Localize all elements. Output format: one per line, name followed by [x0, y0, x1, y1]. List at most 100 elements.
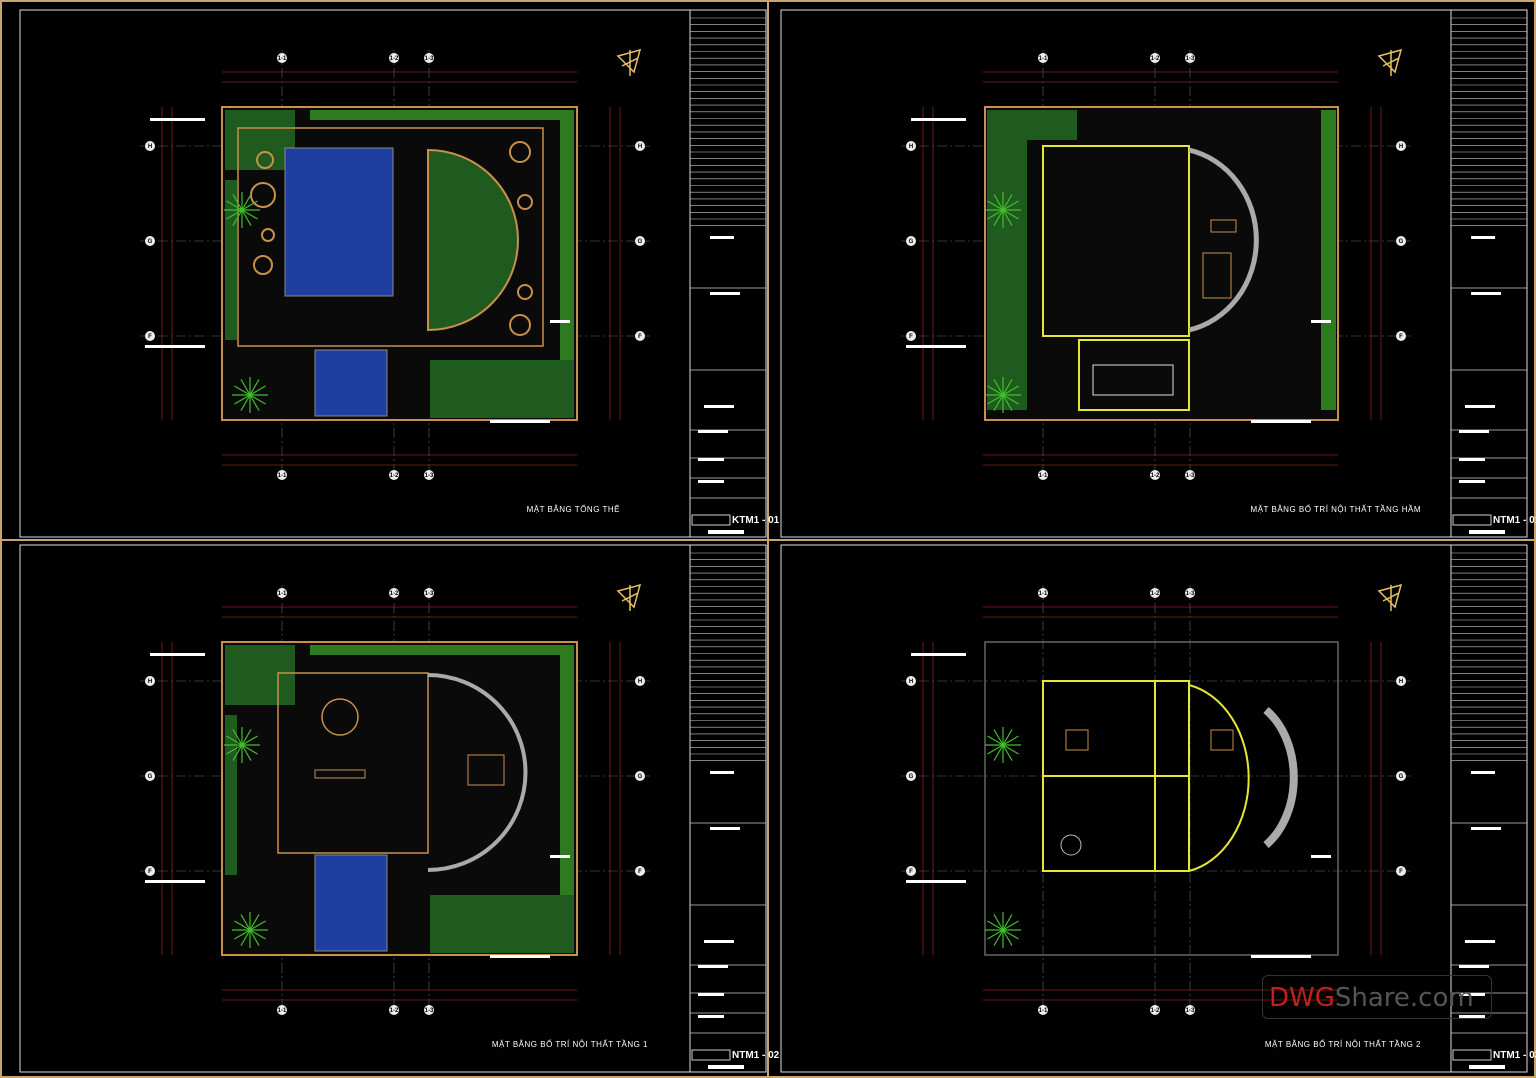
plant-leaf [226, 200, 243, 211]
sheet-code: KTM1 - 01 [732, 515, 780, 526]
grid-bubble-label: 1-2 [390, 473, 399, 479]
building-outline [237, 127, 544, 347]
plant-leaf [987, 385, 1004, 396]
grid-bubble-label: H [909, 144, 913, 150]
grid-bubble-label: H [638, 679, 642, 685]
grid-bubble [635, 236, 645, 246]
plant-leaf [1002, 744, 1013, 761]
plant-leaf [1002, 194, 1013, 211]
grid-bubble-label: 1-2 [1151, 1008, 1160, 1014]
plant-leaf [249, 929, 266, 940]
grid-bubble-label: 1-2 [390, 1008, 399, 1014]
planter [256, 151, 274, 169]
floor-plan [906, 106, 1339, 423]
spiral-stair [1060, 834, 1082, 856]
grid-bubble-label: G [638, 239, 643, 245]
plant-leaf [241, 194, 252, 211]
grid-bubble-label: H [909, 679, 913, 685]
grid-bubble [145, 676, 155, 686]
title-block-text-bar [698, 1015, 724, 1018]
grid-bubble [635, 771, 645, 781]
grid-bubble [1038, 1005, 1048, 1015]
plant-leaf [993, 379, 1004, 396]
title-block-text-bar [1459, 965, 1489, 968]
grid-bubble [1185, 1005, 1195, 1015]
planter [253, 255, 273, 275]
annotation-label [906, 345, 966, 348]
plant-leaf [249, 914, 260, 931]
grid-bubble [906, 141, 916, 151]
plant-icon [985, 912, 1021, 948]
title-block-text-bar [1459, 480, 1485, 483]
grid-bubble-label: 1-2 [1151, 591, 1160, 597]
plant-leaf [987, 735, 1004, 746]
grid-bubble-label: H [638, 144, 642, 150]
grid-bubble-label: 1-3 [1186, 591, 1195, 597]
planter [509, 141, 531, 163]
grid-bubble [1150, 470, 1160, 480]
annotation-label [911, 118, 966, 121]
grid-bubble-label: F [1399, 334, 1403, 340]
grid-bubble-label: 1-3 [1186, 56, 1195, 62]
grid-bubble [1185, 470, 1195, 480]
lawn-strip [987, 110, 1027, 410]
title-block-text-bar [708, 1065, 744, 1069]
grid-bubble [145, 771, 155, 781]
plant-icon [224, 192, 260, 228]
plant-leaf [1002, 920, 1019, 931]
grid-bubble [277, 53, 287, 63]
grid-bubble-label: G [909, 774, 914, 780]
plant-leaf [993, 929, 1004, 946]
floor-plan [906, 641, 1339, 958]
title-block-cell [691, 514, 731, 526]
lawn-strip [225, 180, 237, 340]
plant-leaf [240, 394, 251, 411]
dining-table [1202, 252, 1232, 299]
title-block-text-bar [1459, 458, 1485, 461]
lawn [430, 895, 574, 953]
north-arrow-icon [1377, 48, 1403, 76]
grid-bubble [389, 1005, 399, 1015]
grid-bubble-label: G [148, 774, 153, 780]
plant-leaf [993, 209, 1004, 226]
curved-terrace [1263, 706, 1298, 849]
grid-bubble-label: 1-1 [278, 56, 287, 62]
grid-bubble-label: G [909, 239, 914, 245]
plant-leaf [249, 385, 266, 396]
kitchen-island [1210, 219, 1237, 233]
round-table [321, 698, 359, 736]
lawn-strip [225, 715, 237, 875]
plant-leaf [232, 209, 243, 226]
planter [517, 194, 533, 210]
grid-bubble [906, 866, 916, 876]
plant-leaf [249, 394, 266, 405]
plant-icon [224, 727, 260, 763]
plant-leaf [232, 194, 243, 211]
plant-leaf [232, 744, 243, 761]
lawn [987, 110, 1077, 140]
north-arrow-icon [616, 48, 642, 76]
grid-bubble-label: H [1399, 144, 1403, 150]
plant-leaf [1002, 394, 1019, 405]
plant-leaf [987, 200, 1004, 211]
sheet-title: MẶT BẰNG BỐ TRÍ NỘI THẤT TẦNG HẦM [1251, 504, 1421, 514]
floor-plan [145, 641, 578, 958]
watermark-brand-b: Share.com [1334, 983, 1474, 1013]
plant-leaf [240, 929, 251, 946]
plant-leaf [993, 194, 1004, 211]
north-arrow-shape [616, 583, 642, 611]
curved-wall [1188, 684, 1250, 872]
grid-bubble [389, 53, 399, 63]
title-block-text-bar [710, 827, 740, 830]
grid-bubble [1396, 866, 1406, 876]
grid-bubble-label: 1-1 [278, 1008, 287, 1014]
title-block-text-bar [698, 993, 724, 996]
title-block-cell [1452, 1049, 1492, 1061]
grid-bubble [389, 588, 399, 598]
plant-leaf [249, 929, 260, 946]
plant-leaf [1002, 735, 1019, 746]
grid-bubble [635, 141, 645, 151]
title-block-text-bar [708, 530, 744, 534]
plant-leaf [226, 209, 243, 220]
